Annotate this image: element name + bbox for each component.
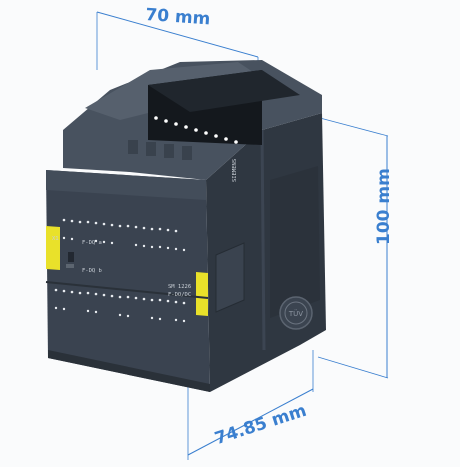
right-yellow-strip [196,272,208,316]
left-yellow-strip [46,226,60,270]
status-led-row-bottom [54,288,186,305]
brand-mark: SIEMENS [232,159,238,182]
channel-label-top: F-DQ a [82,240,102,246]
width-dimension-label: 70 mm [144,5,211,30]
channel-label-bottom: F-DQ b [82,268,102,274]
model-line-2: F-DO/DC [168,292,191,298]
housing-front [46,170,210,392]
status-led-row-middle [62,236,186,252]
width-dimension-line [96,11,259,58]
model-line-1: SM 1226 [168,284,191,290]
depth-dimension-line [187,388,314,456]
height-dimension-label: 100 mm [374,168,394,245]
status-led-row-top [62,218,178,233]
side-mark: X1 [52,236,59,242]
tuv-seal-text: TÜV [288,309,303,318]
terminal-screws [154,116,238,144]
